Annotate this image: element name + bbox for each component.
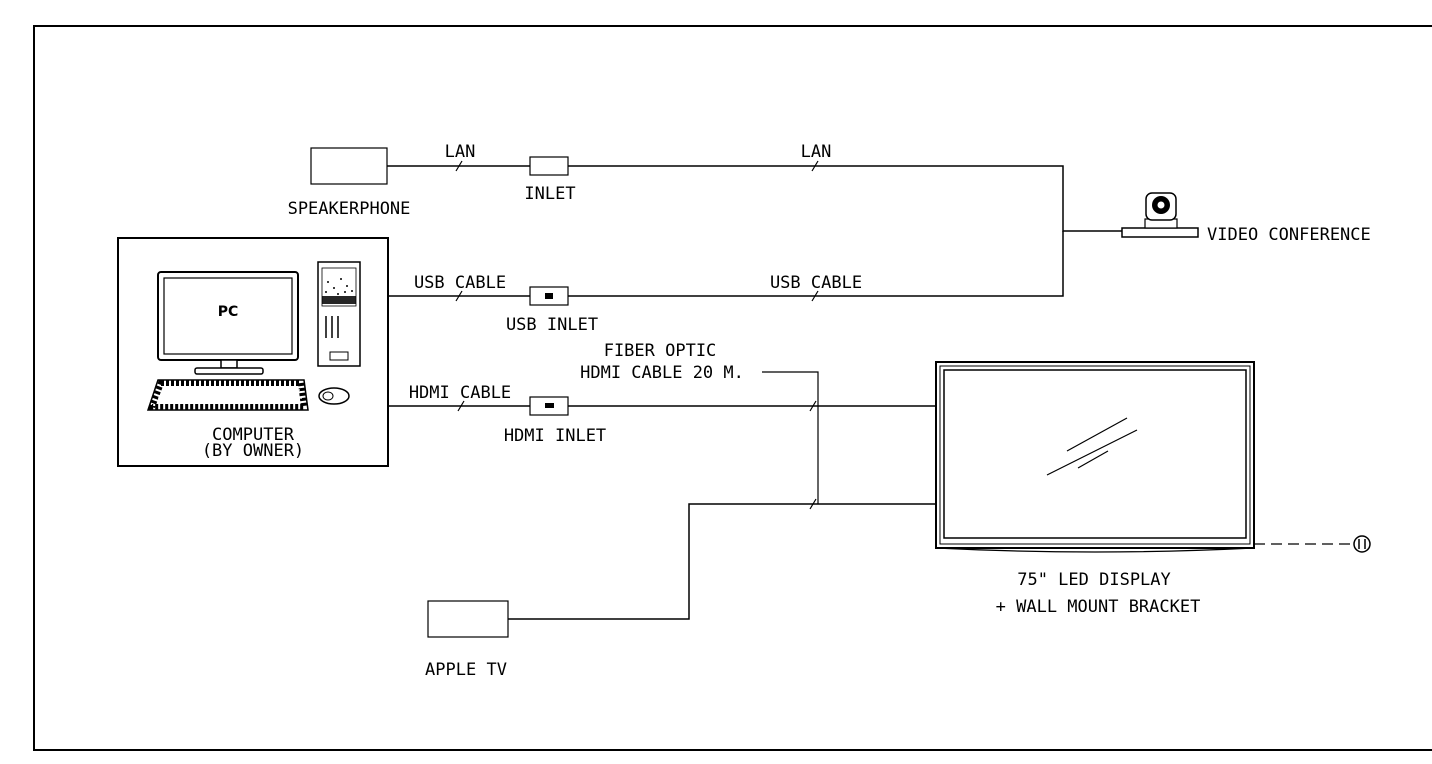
speakerphone-label: SPEAKERPHONE bbox=[288, 199, 411, 219]
power-outlet-icon bbox=[1353, 535, 1371, 553]
computer-label-line1: COMPUTER bbox=[212, 425, 295, 445]
drawing-frame bbox=[33, 25, 1432, 751]
speakerphone-box bbox=[310, 147, 388, 185]
usb-wire-2 bbox=[568, 231, 1064, 297]
fiber-optic-leader bbox=[762, 371, 819, 504]
hdmi-inlet-box bbox=[529, 396, 569, 416]
lan-tick-1 bbox=[455, 160, 463, 172]
video-camera-icon bbox=[1121, 192, 1199, 238]
mouse-icon bbox=[318, 387, 350, 405]
hdmi-inlet-label: HDMI INLET bbox=[504, 426, 606, 446]
usb-cable-label-1: USB CABLE bbox=[414, 273, 506, 293]
computer-label-line2: (BY OWNER) bbox=[202, 441, 304, 461]
led-display-label-line1: 75" LED DISPLAY bbox=[1017, 570, 1171, 590]
apple-tv-box bbox=[427, 600, 509, 638]
apple-tv-label: APPLE TV bbox=[425, 660, 507, 680]
lan-wire-2 bbox=[568, 165, 1122, 232]
lan-label-2: LAN bbox=[801, 142, 832, 162]
lan-inlet-box bbox=[529, 156, 569, 176]
inlet-label: INLET bbox=[524, 184, 575, 204]
monitor-icon bbox=[157, 271, 299, 375]
usb-inlet-box bbox=[529, 286, 569, 306]
usb-tick-2 bbox=[811, 290, 819, 302]
lan-tick-2 bbox=[811, 160, 819, 172]
fiber-optic-label-line1: FIBER OPTIC bbox=[604, 341, 717, 361]
fiber-optic-label-line2: HDMI CABLE 20 M. bbox=[580, 363, 744, 383]
lan-label-1: LAN bbox=[445, 142, 476, 162]
computer-enclosure bbox=[117, 237, 389, 467]
apple-tv-wire bbox=[508, 503, 936, 620]
pc-screen-label: PC bbox=[218, 304, 239, 320]
video-conference-label: VIDEO CONFERENCE bbox=[1207, 225, 1371, 245]
usb-cable-label-2: USB CABLE bbox=[770, 273, 862, 293]
hdmi-cable-label: HDMI CABLE bbox=[409, 383, 511, 403]
pc-tower-icon bbox=[317, 261, 361, 367]
usb-tick-1 bbox=[455, 290, 463, 302]
usb-inlet-label: USB INLET bbox=[506, 315, 598, 335]
led-display-label-line2: + WALL MOUNT BRACKET bbox=[996, 597, 1201, 617]
hdmi-tick-1 bbox=[457, 400, 465, 412]
keyboard-icon bbox=[146, 379, 309, 411]
fiber-tick-1 bbox=[809, 400, 817, 412]
led-display-icon bbox=[935, 361, 1255, 553]
